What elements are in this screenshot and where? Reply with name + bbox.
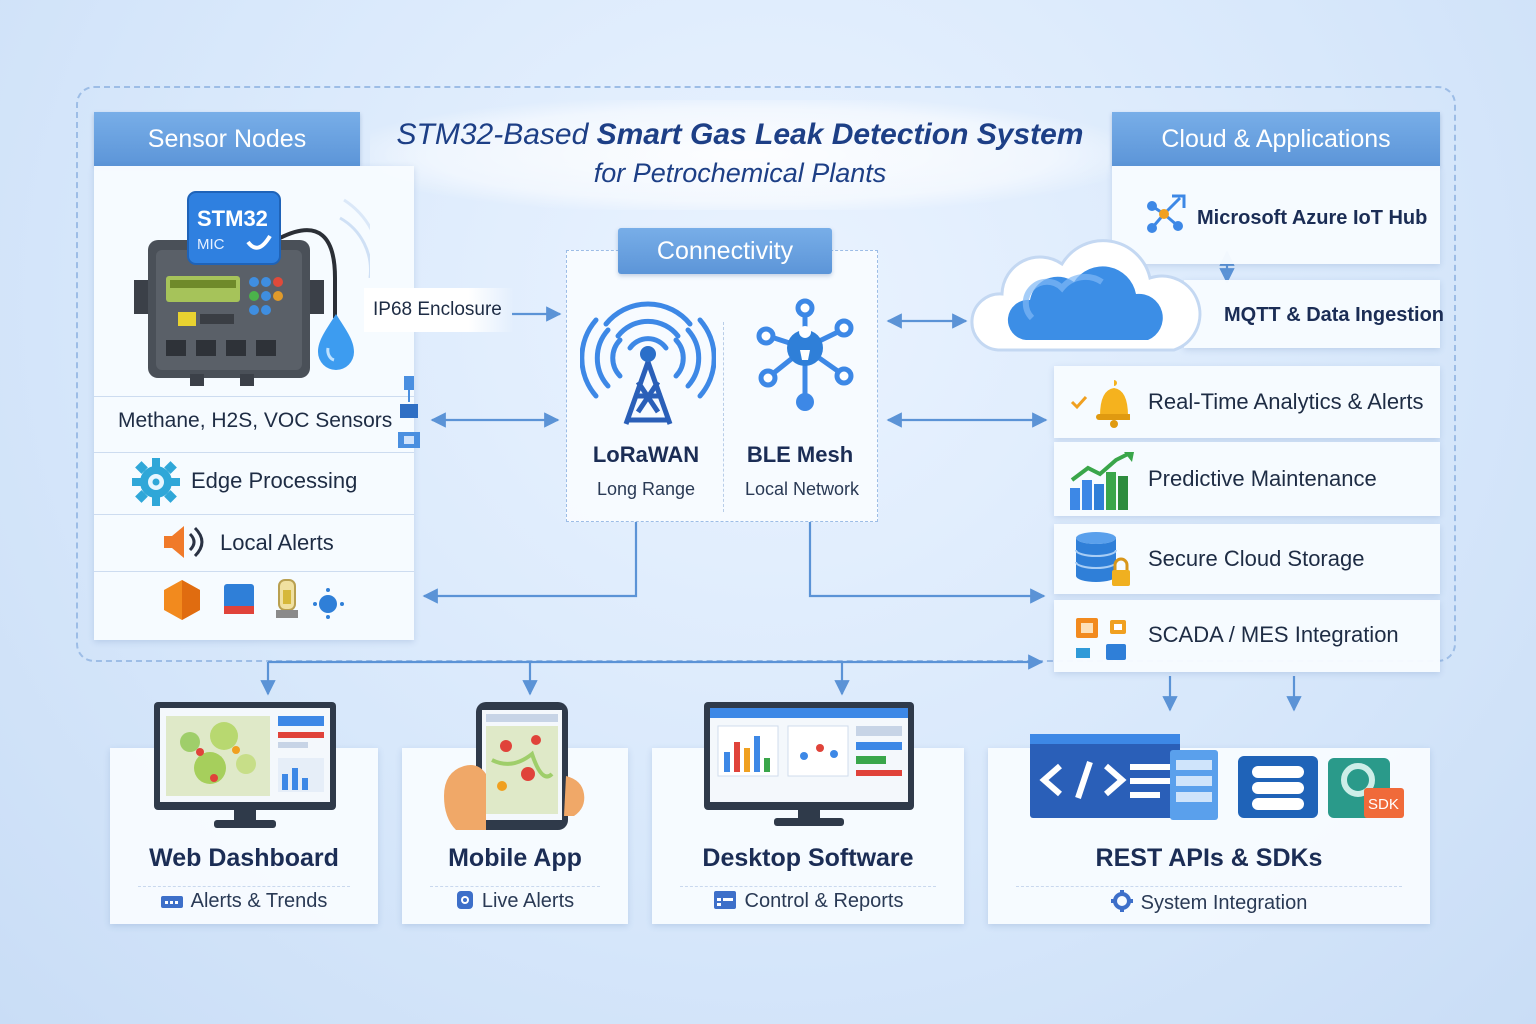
- divider: [1016, 886, 1402, 888]
- device-badge-text: STM32: [197, 206, 268, 231]
- secure-storage-row: Secure Cloud Storage: [1054, 524, 1440, 594]
- trend-chart-icon: [1070, 452, 1134, 510]
- local-alerts-label: Local Alerts: [220, 530, 334, 555]
- connectivity-header: Connectivity: [618, 228, 832, 274]
- gear-icon: [132, 458, 180, 506]
- analytics-row: Real-Time Analytics & Alerts: [1054, 366, 1440, 438]
- phone-small-icon: [456, 890, 474, 916]
- mobile-app-subtitle: Live Alerts: [402, 890, 628, 916]
- scada-mes-label: SCADA / MES Integration: [1148, 622, 1399, 647]
- edge-processing-label: Edge Processing: [191, 468, 358, 493]
- mqtt-card: MQTT & Data Ingestion: [1184, 280, 1444, 348]
- diagram-title-block: STM32-Based Smart Gas Leak Detection Sys…: [370, 100, 1110, 210]
- divider: [680, 886, 936, 888]
- mqtt-label: MQTT & Data Ingestion: [1224, 304, 1444, 326]
- desktop-software-subtitle: Control & Reports: [652, 890, 964, 916]
- secure-storage-label: Secure Cloud Storage: [1148, 546, 1365, 571]
- hexagon-icon: [164, 580, 200, 620]
- enclosure-label: IP68 Enclosure: [373, 299, 502, 320]
- beacon-icon: [276, 579, 298, 618]
- wire-lora-to-sensors: [422, 522, 638, 604]
- divider: [94, 514, 414, 515]
- azure-iot-hub-label: Microsoft Azure IoT Hub: [1197, 207, 1428, 229]
- web-dashboard-title: Web Dashboard: [149, 844, 339, 872]
- predictive-maintenance-label: Predictive Maintenance: [1148, 466, 1377, 491]
- mesh-network-icon: [756, 298, 854, 411]
- iot-hub-icon: [1147, 194, 1186, 233]
- database-lock-icon: [1075, 532, 1130, 586]
- desktop-icon: [704, 702, 914, 826]
- lorawan-subtitle: Long Range: [596, 479, 696, 499]
- divider: [94, 452, 414, 453]
- divider: [94, 571, 414, 572]
- dashboard-small-icon: [160, 893, 183, 916]
- web-dashboard-subtitle: Alerts & Trends: [110, 890, 378, 916]
- connectivity-divider: [723, 322, 724, 512]
- antenna-tower-icon: [580, 301, 716, 425]
- enclosure-label-box: IP68 Enclosure: [364, 288, 514, 332]
- azure-iot-hub-card: Microsoft Azure IoT Hub: [1112, 166, 1440, 264]
- lorawan-title: LoRaWAN: [592, 442, 700, 467]
- sensor-device-illustration: STM32 MIC: [134, 191, 370, 386]
- mobile-app-title: Mobile App: [448, 844, 582, 872]
- diagram-title: STM32-Based Smart Gas Leak Detection Sys…: [396, 118, 1084, 151]
- rest-apis-title: REST APIs & SDKs: [1095, 844, 1323, 872]
- battery-icon: [224, 584, 254, 614]
- sdk-badge: SDK: [1368, 796, 1399, 813]
- gear-small-icon: [1110, 890, 1133, 918]
- desktop-software-title: Desktop Software: [702, 844, 914, 872]
- ble-mesh-subtitle: Local Network: [744, 479, 860, 499]
- ble-mesh-title: BLE Mesh: [746, 442, 854, 467]
- diagram-subtitle: for Petrochemical Plants: [593, 158, 887, 188]
- sensor-types-label: Methane, H2S, VOC Sensors: [118, 409, 393, 432]
- phone-icon: [444, 702, 585, 830]
- cloud-icon: [970, 239, 1202, 352]
- speaker-icon: [164, 526, 204, 558]
- sensor-nodes-header: Sensor Nodes: [94, 112, 360, 166]
- window-small-icon: [713, 890, 737, 916]
- connectivity-panel: [566, 250, 878, 522]
- divider: [94, 396, 414, 397]
- bell-icon: [1070, 380, 1130, 428]
- sensor-icon: [313, 588, 344, 619]
- divider: [430, 886, 600, 888]
- wire-ble-to-cloud: [808, 522, 1046, 604]
- stacked-sensor-icon: [398, 376, 420, 448]
- scada-mes-row: SCADA / MES Integration: [1054, 600, 1440, 672]
- rest-apis-subtitle: System Integration: [988, 890, 1430, 918]
- analytics-label: Real-Time Analytics & Alerts: [1148, 389, 1424, 414]
- code-icon: SDK: [1030, 734, 1404, 820]
- integration-icon: [1076, 618, 1126, 660]
- predictive-maintenance-row: Predictive Maintenance: [1054, 442, 1440, 516]
- device-badge-subtext: MIC: [197, 236, 225, 253]
- divider: [138, 886, 350, 888]
- cloud-applications-header: Cloud & Applications: [1112, 112, 1440, 166]
- monitor-icon: [154, 702, 336, 828]
